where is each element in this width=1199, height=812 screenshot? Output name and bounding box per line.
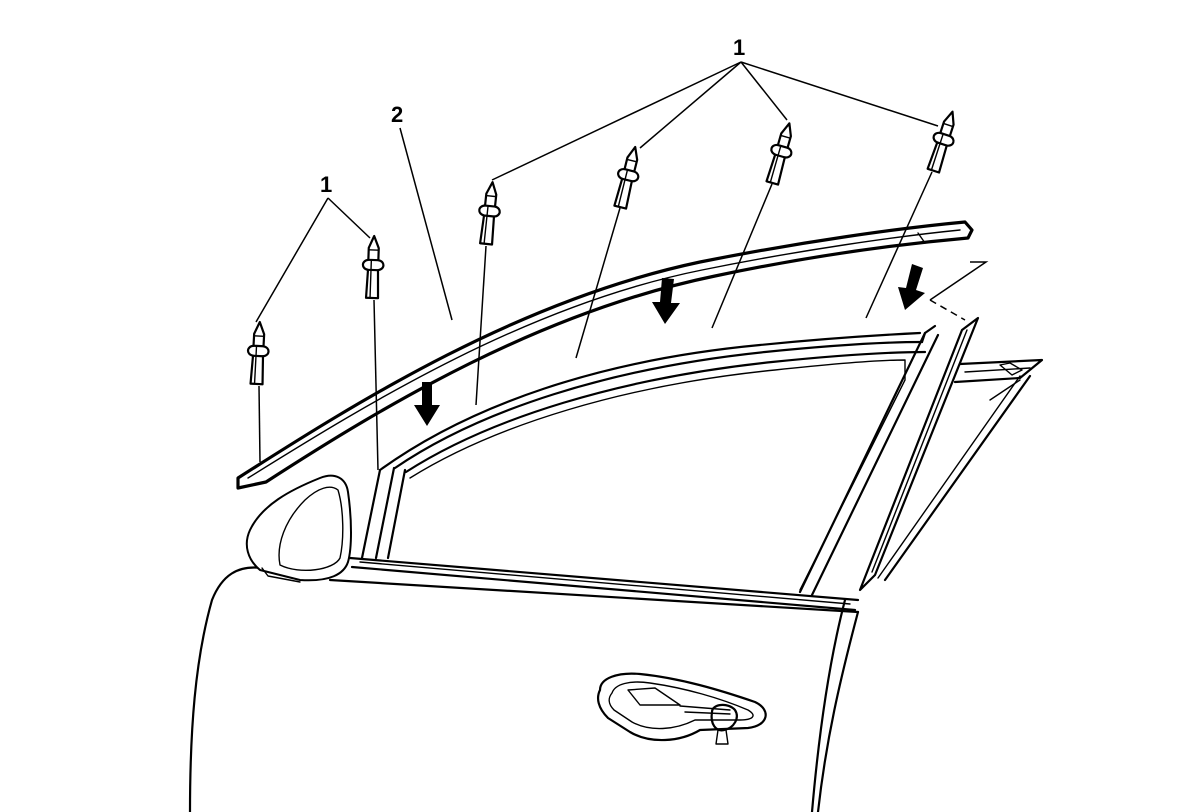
callout-2: 2 — [391, 102, 403, 127]
fastener-2 — [360, 234, 386, 471]
detail-leader — [929, 261, 989, 321]
install-arrow-middle — [652, 278, 680, 324]
callout-1-top: 1 — [733, 35, 745, 60]
fastener-6 — [865, 107, 964, 319]
callout-1-left: 1 — [320, 172, 332, 197]
fastener-1 — [245, 320, 272, 463]
upper-window-molding — [236, 220, 974, 490]
fastener-3 — [474, 180, 504, 406]
callout-leaders-1 — [255, 61, 939, 323]
rear-door-edge — [877, 358, 1044, 582]
window-frame — [360, 316, 980, 597]
beltline-molding — [348, 556, 860, 612]
door-handle — [597, 672, 767, 745]
door-outer-panel — [188, 566, 860, 812]
fastener-5 — [711, 119, 801, 329]
callout-leader-2 — [399, 127, 453, 321]
install-arrow-left — [414, 382, 440, 426]
side-mirror — [245, 474, 352, 583]
fastener-4 — [575, 143, 647, 359]
install-arrow-right — [898, 264, 925, 310]
